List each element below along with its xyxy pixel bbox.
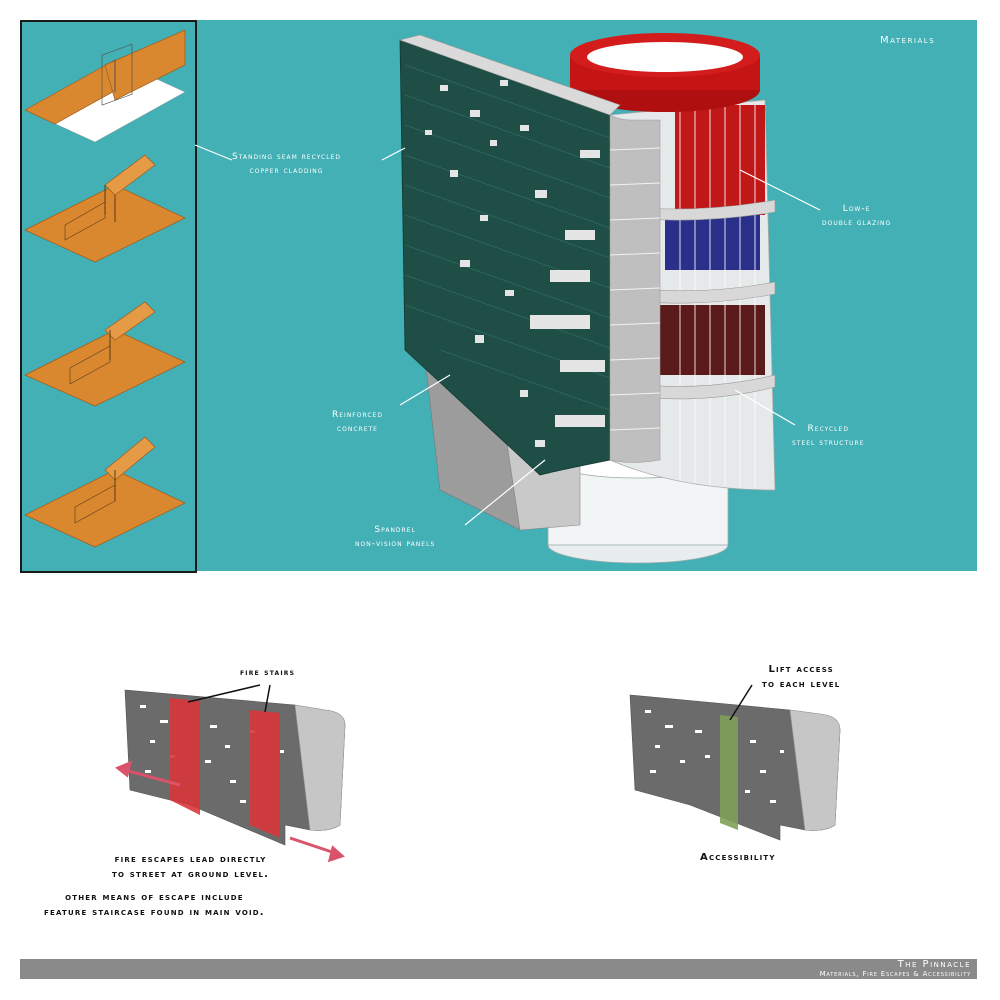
fire-stairs-label: fire stairs <box>240 668 296 678</box>
panel-title: Materials <box>880 35 936 46</box>
seam-detail-3 <box>24 301 186 407</box>
fire-stair-2 <box>250 710 280 838</box>
footer-subtitle: Materials, Fire Escapes & Accessibility <box>819 970 971 978</box>
accessibility-caption: Accessibility <box>700 852 776 863</box>
seam-detail-1 <box>24 29 186 143</box>
seam-detail-4 <box>24 436 186 548</box>
lift-shaft <box>720 715 738 830</box>
escape-arrow-left <box>115 760 181 787</box>
fire-escape-diagram <box>115 684 346 863</box>
seam-detail-2 <box>24 154 186 263</box>
footer-bar: The Pinnacle Materials, Fire Escapes & A… <box>20 959 977 979</box>
footer-title: The Pinnacle <box>897 959 971 970</box>
standing-seam-details <box>24 29 186 548</box>
spandrel-panels <box>425 80 605 447</box>
red-roof-drum <box>570 33 760 112</box>
building-materials-illustration <box>194 33 821 564</box>
accessibility-diagram <box>629 684 841 841</box>
fire-stair-1 <box>170 698 200 815</box>
escape-arrow-right <box>289 836 345 863</box>
